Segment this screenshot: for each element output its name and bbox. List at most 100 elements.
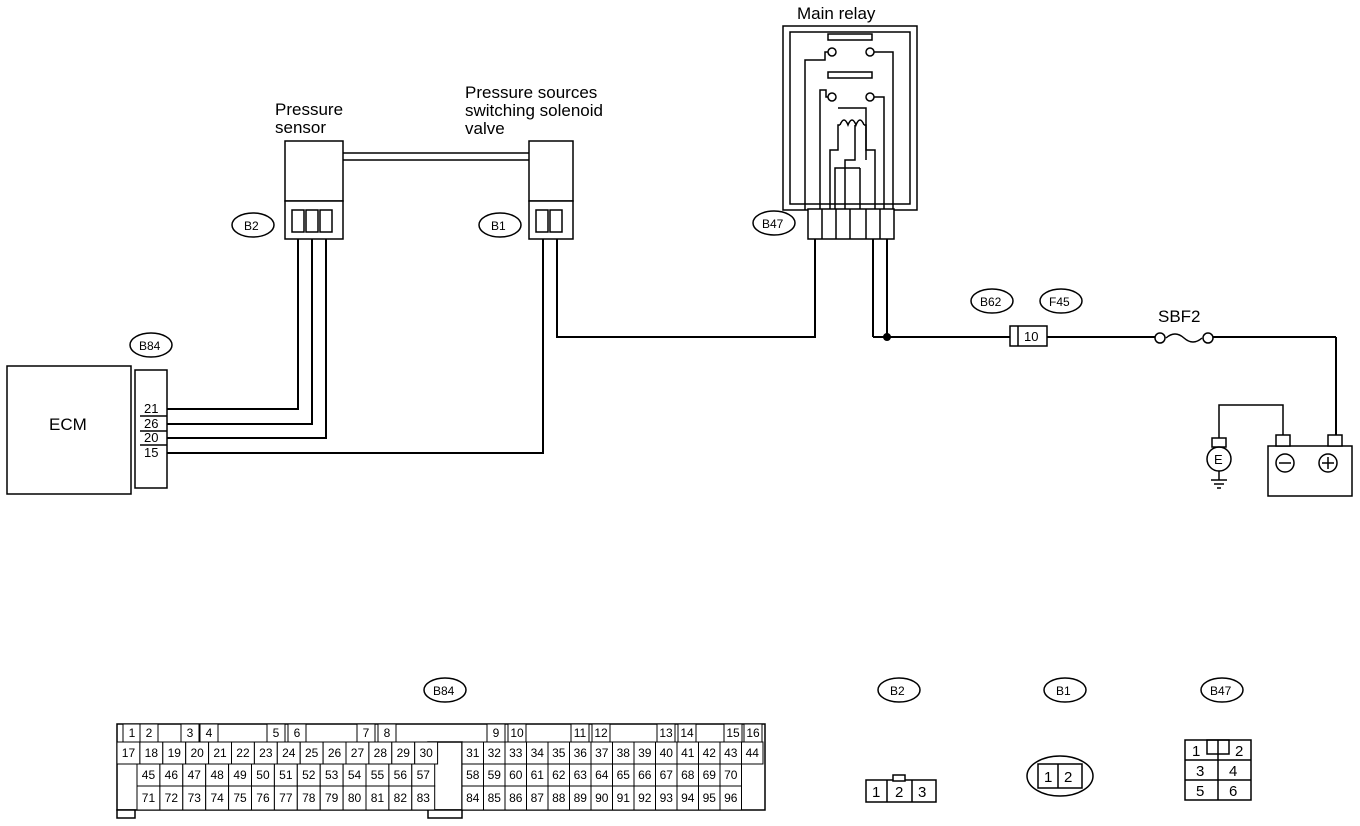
- b84-pin-2: 2: [146, 726, 153, 740]
- b84-pin-54: 54: [348, 768, 362, 782]
- b84-pin-7: 7: [363, 726, 370, 740]
- b84-cell-box: [741, 741, 764, 765]
- ecm-pin-list: 21 26 20 15: [140, 401, 167, 460]
- b84-pin-93: 93: [660, 791, 674, 805]
- b84-pin-74: 74: [210, 791, 224, 805]
- b84-pin-84: 84: [466, 791, 480, 805]
- b84-pin-31: 31: [466, 746, 480, 760]
- ecm-pin-20: 20: [144, 430, 158, 445]
- fuse-connector: B62 F45 10 SBF2: [970, 288, 1214, 347]
- b84-pin-49: 49: [233, 768, 247, 782]
- connector-b2-tag: B2: [244, 219, 259, 233]
- fuse-sbf2-label: SBF2: [1158, 307, 1201, 326]
- b1-face-tag: B1: [1056, 684, 1071, 698]
- b84-pin-50: 50: [256, 768, 270, 782]
- b84-pin-68: 68: [681, 768, 695, 782]
- ecm: ECM B84 21 26 20 15: [6, 332, 173, 495]
- b84-pin-13: 13: [659, 726, 673, 740]
- b47-face-tag: B47: [1210, 684, 1232, 698]
- b84-pin-28: 28: [374, 746, 388, 760]
- b84-pin-36: 36: [574, 746, 588, 760]
- ground-point: E: [1206, 437, 1232, 489]
- b84-pin-34: 34: [531, 746, 545, 760]
- b84-pin-6: 6: [294, 726, 301, 740]
- b47-pin-6: 6: [1229, 783, 1237, 800]
- b84-pin-89: 89: [574, 791, 588, 805]
- b84-pin-5: 5: [273, 726, 280, 740]
- b84-pin-51: 51: [279, 768, 293, 782]
- b84-pin-42: 42: [703, 746, 717, 760]
- b84-pin-77: 77: [279, 791, 293, 805]
- connector-b62-tag: B62: [980, 295, 1002, 309]
- b84-pin-20: 20: [190, 746, 204, 760]
- b84-pin-22: 22: [236, 746, 250, 760]
- b84-pin-63: 63: [574, 768, 588, 782]
- b84-pin-92: 92: [638, 791, 652, 805]
- b84-pin-95: 95: [703, 791, 717, 805]
- b84-pin-4: 4: [206, 726, 213, 740]
- connector-b84-tag: B84: [139, 339, 161, 353]
- ecm-pin-26: 26: [144, 416, 158, 431]
- b84-pin-43: 43: [724, 746, 738, 760]
- b84-pin-76: 76: [256, 791, 270, 805]
- b1-connector-face: B1 1 2: [1026, 677, 1094, 797]
- b84-pin-44: 44: [746, 746, 760, 760]
- wires: [167, 239, 1337, 454]
- b1-pin-1: 1: [1044, 769, 1052, 786]
- b84-cell-box: [719, 785, 742, 811]
- b84-pin-23: 23: [259, 746, 273, 760]
- b84-cell-box: [411, 785, 436, 811]
- b84-pin-47: 47: [188, 768, 202, 782]
- b84-pin-11: 11: [574, 726, 587, 740]
- fuse-number: 10: [1024, 329, 1038, 344]
- solenoid-label-3: valve: [465, 119, 505, 138]
- b84-pin-40: 40: [660, 746, 674, 760]
- b84-pin-39: 39: [638, 746, 652, 760]
- b84-pin-56: 56: [394, 768, 408, 782]
- b84-pin-16: 16: [746, 726, 760, 740]
- solenoid-label-2: switching solenoid: [465, 101, 603, 120]
- b84-pin-67: 67: [660, 768, 674, 782]
- b2-pin-2: 2: [895, 784, 903, 801]
- b84-pin-12: 12: [594, 726, 608, 740]
- b84-pin-1: 1: [129, 726, 136, 740]
- main-relay-label: Main relay: [797, 4, 876, 23]
- b84-pin-79: 79: [325, 791, 339, 805]
- b84-pin-26: 26: [328, 746, 342, 760]
- b84-pin-57: 57: [417, 768, 431, 782]
- b84-pin-8: 8: [384, 726, 391, 740]
- b84-pin-38: 38: [617, 746, 631, 760]
- b84-pin-25: 25: [305, 746, 319, 760]
- b84-pin-73: 73: [188, 791, 202, 805]
- pressure-sensor-label-2: sensor: [275, 118, 326, 137]
- b84-pin-33: 33: [509, 746, 523, 760]
- b84-pin-96: 96: [724, 791, 738, 805]
- b84-pin-30: 30: [419, 746, 433, 760]
- b84-pin-90: 90: [595, 791, 609, 805]
- b84-pin-72: 72: [165, 791, 179, 805]
- solenoid-label-1: Pressure sources: [465, 83, 597, 102]
- b84-pin-66: 66: [638, 768, 652, 782]
- b84-pin-27: 27: [351, 746, 365, 760]
- b2-connector-face: B2 1 2 3: [865, 677, 937, 803]
- b84-pin-41: 41: [681, 746, 695, 760]
- b84-pin-46: 46: [165, 768, 179, 782]
- b84-pin-86: 86: [509, 791, 523, 805]
- ecm-label: ECM: [49, 415, 87, 434]
- b84-pin-18: 18: [145, 746, 159, 760]
- b84-pin-37: 37: [595, 746, 609, 760]
- b47-pin-1: 1: [1192, 743, 1200, 760]
- b84-pin-21: 21: [213, 746, 227, 760]
- b84-pin-55: 55: [371, 768, 385, 782]
- b84-pin-58: 58: [466, 768, 480, 782]
- b84-pin-32: 32: [488, 746, 502, 760]
- b84-pin-80: 80: [348, 791, 362, 805]
- b84-pin-81: 81: [371, 791, 385, 805]
- b84-pin-70: 70: [724, 768, 738, 782]
- b84-pin-45: 45: [142, 768, 156, 782]
- b1-pin-2: 2: [1064, 769, 1072, 786]
- b84-pin-75: 75: [233, 791, 247, 805]
